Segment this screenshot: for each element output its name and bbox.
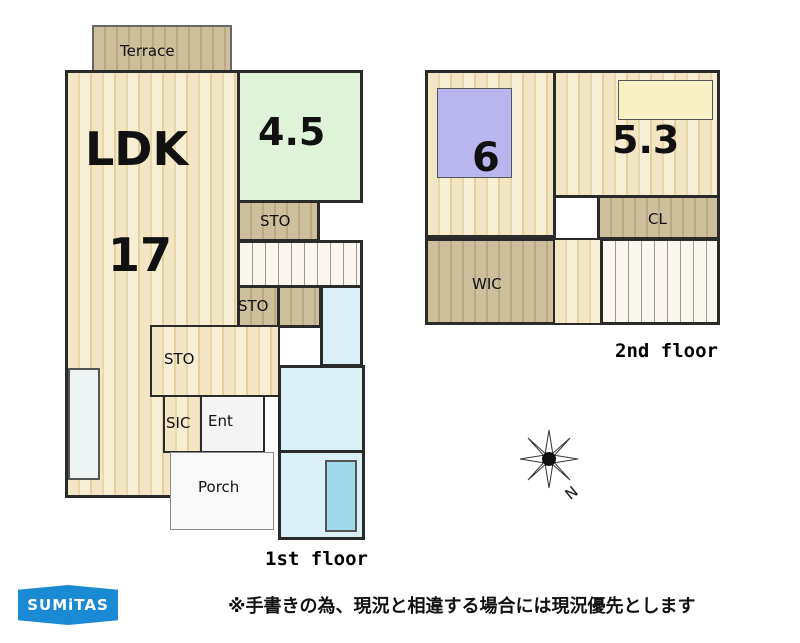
storage-2-label: STO — [238, 297, 269, 315]
closet-label: CL — [648, 210, 667, 228]
terrace-label: Terrace — [120, 42, 175, 60]
stairs-2f — [600, 238, 720, 325]
storage-2b — [277, 285, 322, 328]
room-5-3-size: 5.3 — [612, 118, 680, 162]
tatami-size: 4.5 — [258, 110, 326, 154]
sumitas-logo: SUMiTAS — [18, 585, 118, 625]
ldk-size: 17 — [108, 228, 173, 282]
sic-label: SIC — [166, 414, 191, 432]
toilet — [320, 285, 363, 367]
bathtub — [325, 460, 357, 532]
kitchen-counter — [68, 368, 100, 480]
entrance — [200, 395, 265, 453]
ldk-label: LDK — [85, 122, 189, 176]
wic-label: WIC — [472, 275, 502, 293]
first-floor-title: 1st floor — [265, 548, 368, 570]
porch-label: Porch — [198, 478, 240, 496]
desk — [618, 80, 713, 120]
storage-1-label: STO — [260, 212, 291, 230]
compass-icon — [519, 429, 579, 489]
entrance-label: Ent — [208, 412, 233, 430]
hall — [150, 325, 280, 397]
bed — [437, 88, 512, 178]
washroom — [278, 365, 365, 453]
room-6-size: 6 — [472, 135, 500, 181]
second-floor-title: 2nd floor — [615, 340, 718, 362]
disclaimer-note: ※手書きの為、現況と相違する場合には現況優先とします — [228, 596, 696, 617]
porch — [170, 452, 274, 530]
stairs-1f — [237, 240, 363, 288]
storage-3-label: STO — [164, 350, 195, 368]
landing — [553, 238, 603, 325]
logo-text: SUMiTAS — [27, 596, 109, 614]
